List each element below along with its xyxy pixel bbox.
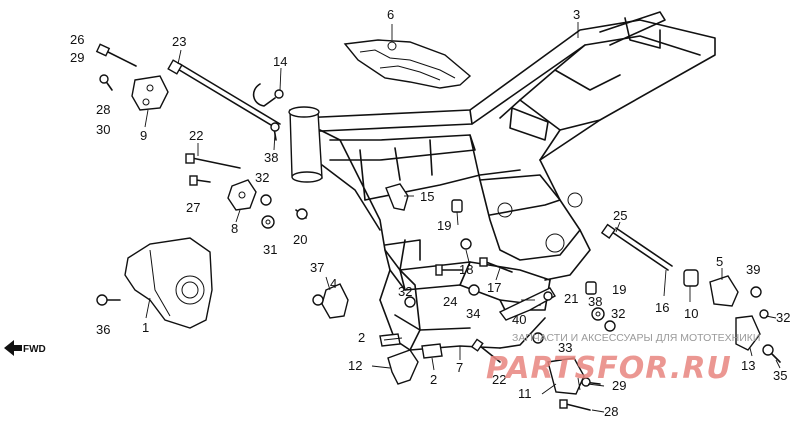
spacer-part10 bbox=[683, 269, 699, 287]
nut-part32-mid bbox=[404, 296, 416, 308]
callout-19-mid: 19 bbox=[437, 218, 451, 233]
callout-20: 20 bbox=[293, 232, 307, 247]
callout-17: 17 bbox=[487, 280, 501, 295]
callout-23: 23 bbox=[172, 34, 186, 49]
callout-40: 40 bbox=[512, 312, 526, 327]
callout-7: 7 bbox=[456, 360, 463, 375]
callout-32-right: 32 bbox=[611, 306, 625, 321]
leader-lines bbox=[144, 22, 781, 413]
callout-16: 16 bbox=[655, 300, 669, 315]
long-bolt-part23 bbox=[167, 59, 281, 129]
clamp-part14 bbox=[252, 83, 284, 107]
nut-part34 bbox=[468, 284, 480, 296]
bracket-part9 bbox=[131, 75, 169, 111]
callout-labels: 6 3 26 29 23 14 28 30 9 22 38 32 27 8 31… bbox=[70, 7, 790, 419]
callout-32-far-right: 32 bbox=[776, 310, 790, 325]
bolt-part18 bbox=[460, 238, 472, 250]
fwd-label: FWD bbox=[23, 344, 46, 355]
bolt-part20 bbox=[295, 208, 308, 220]
bolt-part21 bbox=[543, 291, 553, 301]
callout-9: 9 bbox=[140, 128, 147, 143]
callout-15: 15 bbox=[420, 189, 434, 204]
callout-38-left: 38 bbox=[264, 150, 278, 165]
callout-6: 6 bbox=[387, 7, 394, 22]
bolt-part29 bbox=[95, 43, 137, 67]
bolt-part28-lower bbox=[559, 399, 591, 411]
bolt-part24 bbox=[435, 264, 463, 276]
nut-part32-left bbox=[260, 194, 272, 206]
callout-12: 12 bbox=[348, 358, 362, 373]
clamp-part2-lower bbox=[421, 343, 443, 359]
callout-31: 31 bbox=[263, 242, 277, 257]
callout-2-lower: 2 bbox=[430, 372, 437, 387]
callout-37: 37 bbox=[310, 260, 324, 275]
callout-22-upper: 22 bbox=[189, 128, 203, 143]
callout-35: 35 bbox=[773, 368, 787, 383]
nut-part31 bbox=[261, 215, 275, 229]
seat-bracket-part6 bbox=[343, 39, 472, 89]
washer-part38-right bbox=[591, 307, 605, 321]
callout-27: 27 bbox=[186, 200, 200, 215]
callout-26: 26 bbox=[70, 32, 84, 47]
clamp-part2-upper bbox=[379, 333, 401, 347]
callout-19-right: 19 bbox=[612, 282, 626, 297]
nut-part32-far-right bbox=[759, 309, 769, 319]
callout-28-lower: 28 bbox=[604, 404, 618, 419]
bolt-part22 bbox=[185, 153, 241, 169]
bracket-part13 bbox=[735, 315, 761, 351]
bracket-part5 bbox=[709, 275, 739, 307]
nut-part33 bbox=[532, 332, 544, 344]
watermark-tagline: ЗАПЧАСТИ И АКСЕССУАРЫ ДЛЯ МОТОТЕХНИКИ bbox=[512, 332, 760, 344]
callout-18: 18 bbox=[459, 262, 473, 277]
callout-11: 11 bbox=[518, 386, 532, 401]
callout-5: 5 bbox=[716, 254, 723, 269]
callout-34: 34 bbox=[466, 306, 480, 321]
callout-38-right: 38 bbox=[588, 294, 602, 309]
side-cover-part1 bbox=[124, 237, 213, 329]
bracket-part8 bbox=[227, 179, 257, 211]
callout-33: 33 bbox=[558, 340, 572, 355]
callout-13: 13 bbox=[741, 358, 755, 373]
bolt-part35 bbox=[762, 344, 781, 363]
bolt-part39 bbox=[750, 286, 762, 298]
callout-4: 4 bbox=[330, 276, 337, 291]
callout-2-upper: 2 bbox=[358, 330, 365, 345]
main-frame bbox=[288, 11, 716, 351]
callout-21: 21 bbox=[564, 291, 578, 306]
callout-22-lower: 22 bbox=[492, 372, 506, 387]
callout-28-upper: 28 bbox=[96, 102, 110, 117]
forward-arrow: FWD bbox=[4, 340, 46, 356]
watermark: ЗАПЧАСТИ И АКСЕССУАРЫ ДЛЯ МОТОТЕХНИКИ PA… bbox=[486, 332, 760, 386]
callout-32-left: 32 bbox=[255, 170, 269, 185]
callout-32-mid: 32 bbox=[398, 284, 412, 299]
callout-25: 25 bbox=[613, 208, 627, 223]
callout-39: 39 bbox=[746, 262, 760, 277]
screw-part28 bbox=[99, 74, 113, 91]
bracket-part11 bbox=[547, 357, 585, 395]
nut-part37 bbox=[312, 294, 324, 306]
arrow-left-icon bbox=[4, 340, 22, 356]
hose-part12 bbox=[387, 349, 419, 385]
callout-24: 24 bbox=[443, 294, 457, 309]
callout-8: 8 bbox=[231, 221, 238, 236]
callout-29-upper: 29 bbox=[70, 50, 84, 65]
bolt-part22-lower bbox=[470, 338, 501, 363]
callout-1: 1 bbox=[142, 320, 149, 335]
bolt-part36 bbox=[96, 294, 121, 306]
rod-part17 bbox=[479, 257, 513, 273]
callout-29-lower: 29 bbox=[612, 378, 626, 393]
bracket-part15 bbox=[385, 183, 409, 211]
nut-part32-right bbox=[604, 320, 616, 332]
callout-14: 14 bbox=[273, 54, 287, 69]
collar-part19-mid bbox=[451, 199, 463, 213]
collar-part19-right bbox=[585, 281, 597, 295]
callout-30: 30 bbox=[96, 122, 110, 137]
callout-36: 36 bbox=[96, 322, 110, 337]
bolt-part25 bbox=[600, 223, 673, 271]
bolt-part27 bbox=[189, 175, 211, 186]
callout-3: 3 bbox=[573, 7, 580, 22]
callout-10: 10 bbox=[684, 306, 698, 321]
watermark-brand: PARTSFOR.RU bbox=[486, 351, 732, 386]
